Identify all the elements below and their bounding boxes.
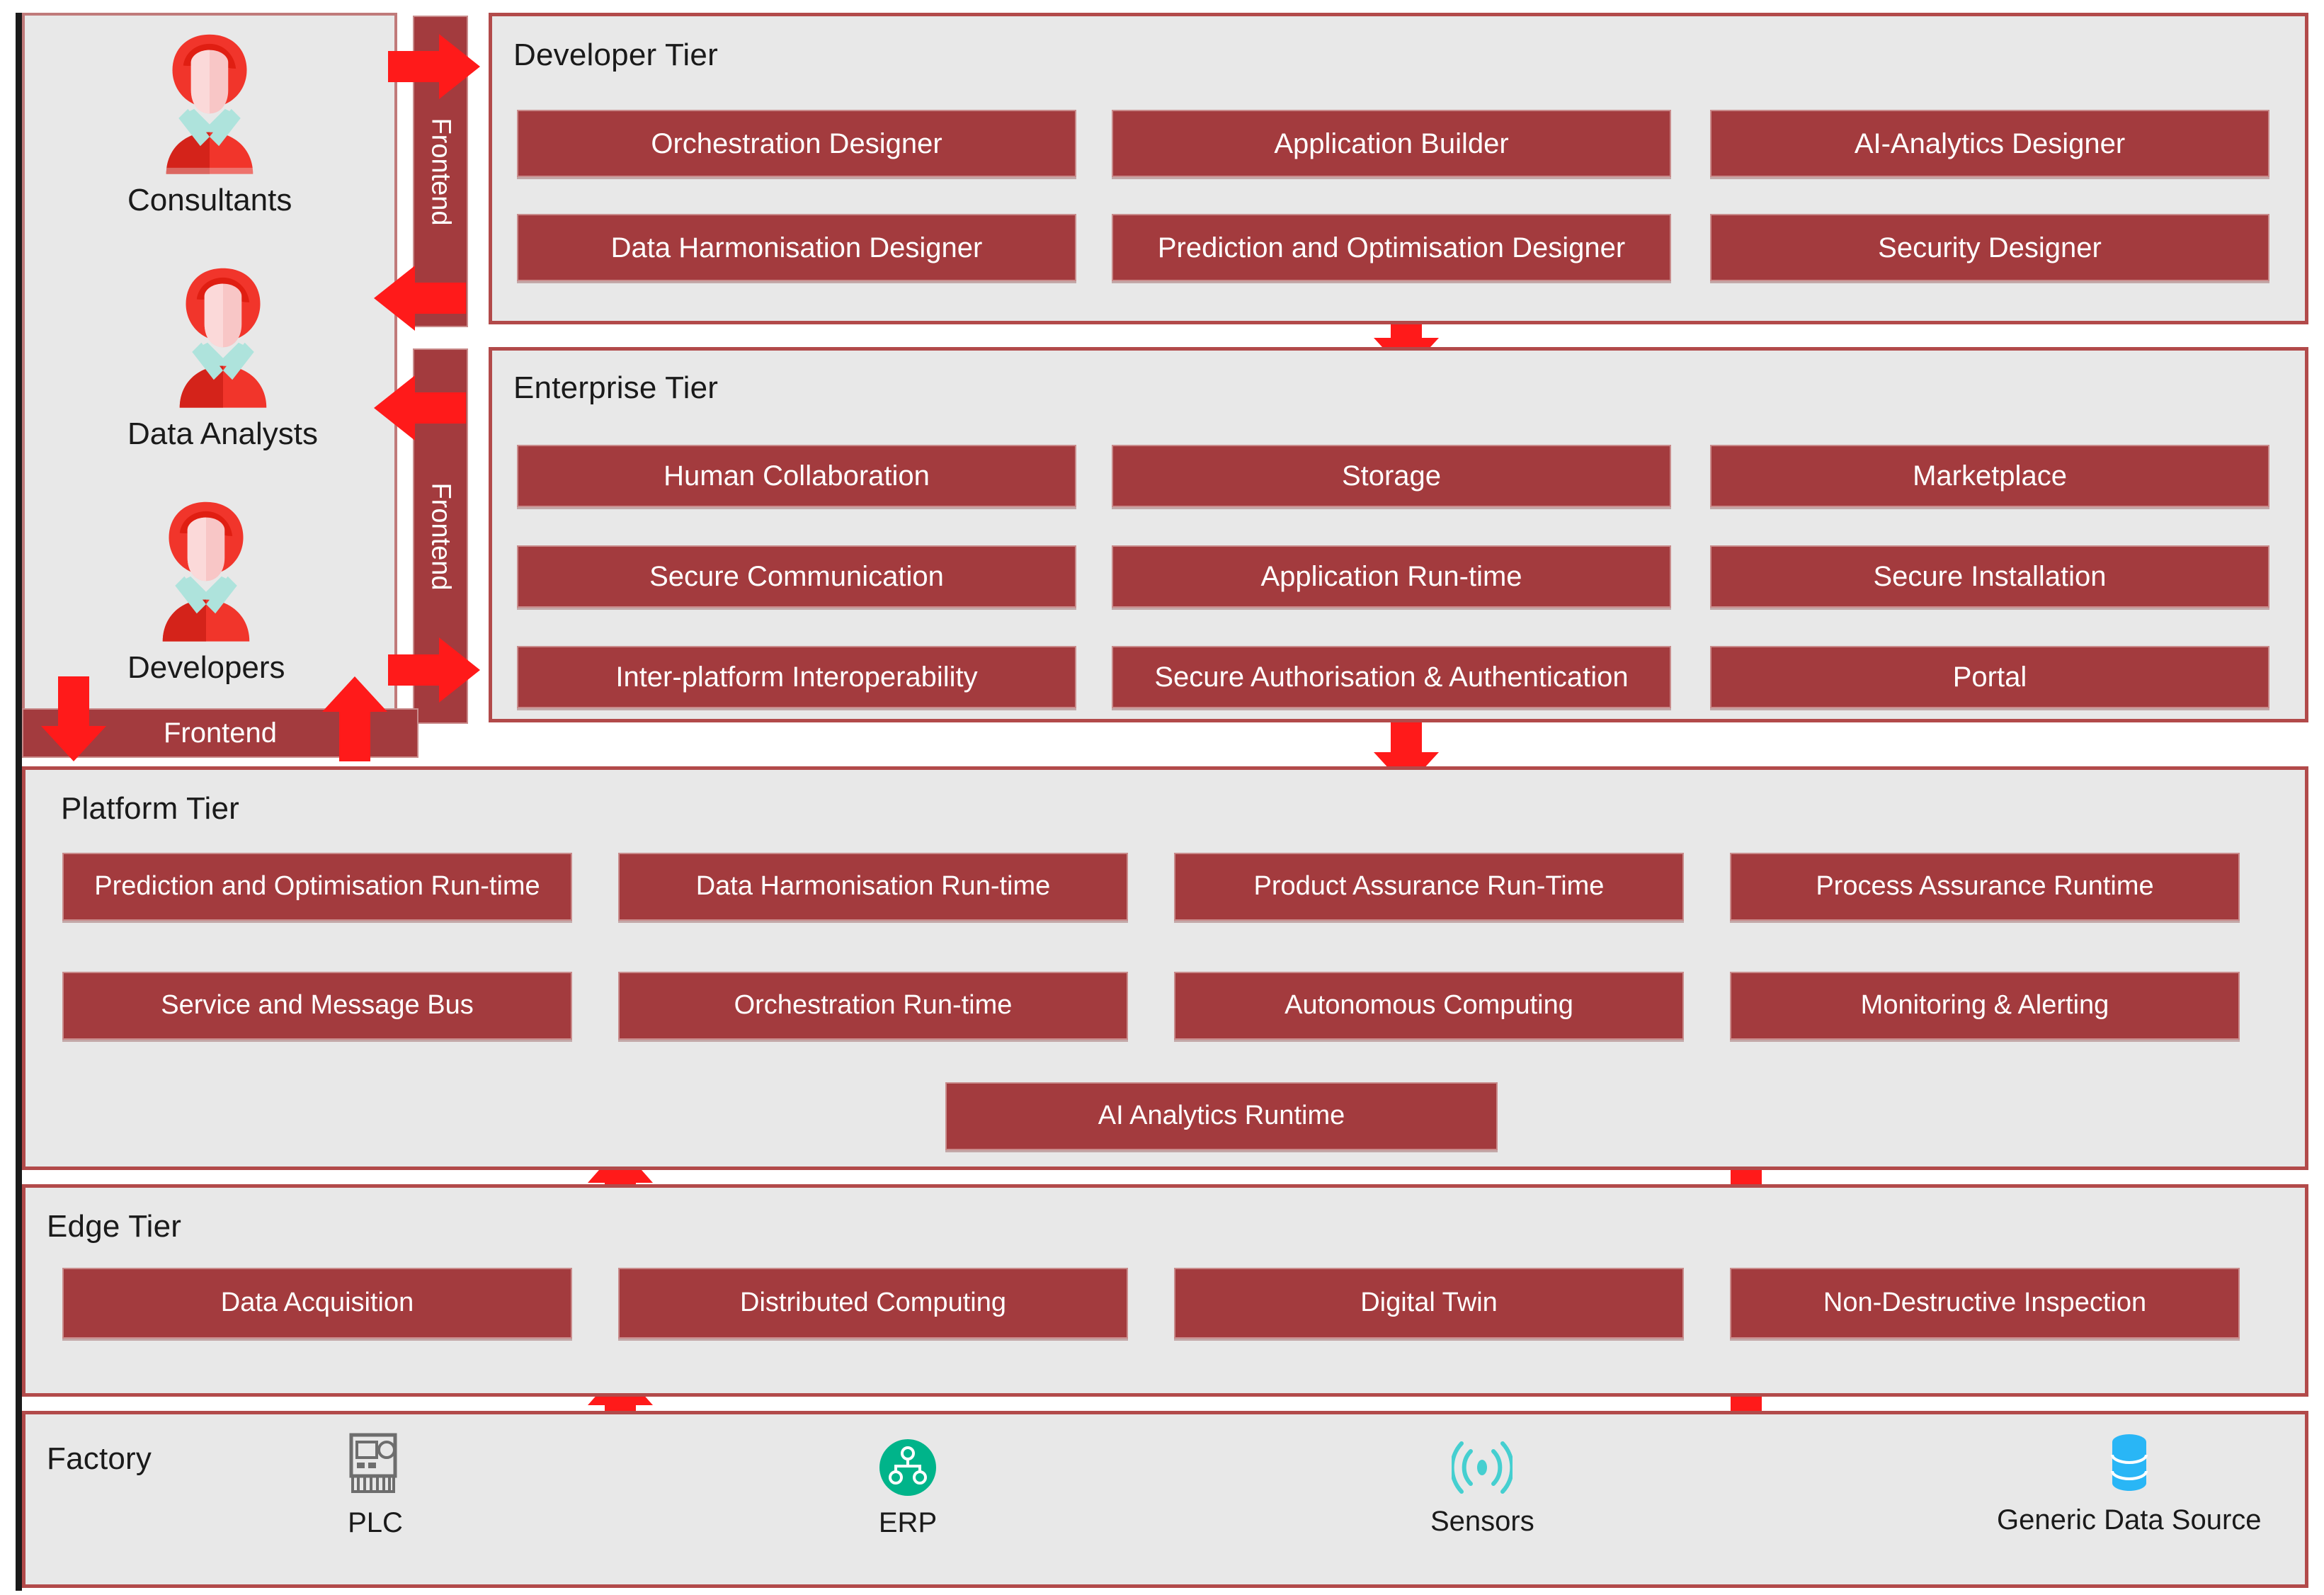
device-label: PLC — [348, 1507, 403, 1538]
person-icon — [166, 34, 254, 174]
tier-title: Factory — [47, 1441, 152, 1476]
module-box[interactable]: Process Assurance Runtime — [1730, 853, 2240, 921]
figure-left-rule — [16, 13, 22, 1591]
module-box[interactable]: Data Harmonisation Run-time — [618, 853, 1128, 921]
tier-title: Developer Tier — [513, 38, 718, 72]
arrow-left-enterprise-tier — [374, 375, 466, 441]
module-box[interactable]: Product Assurance Run-Time — [1174, 853, 1684, 921]
module-box[interactable]: AI Analytics Runtime — [945, 1082, 1498, 1150]
module-box[interactable]: Service and Message Bus — [62, 972, 572, 1040]
frontend-label: Frontend — [426, 482, 456, 591]
module-box[interactable]: Application Builder — [1112, 110, 1671, 177]
module-box[interactable]: Secure Communication — [517, 545, 1076, 608]
module-box[interactable]: Prediction and Optimisation Designer — [1112, 214, 1671, 281]
module-box[interactable]: AI-Analytics Designer — [1710, 110, 2269, 177]
tier-title: Platform Tier — [61, 791, 239, 826]
device-generic-data-source: Generic Data Source — [1997, 1432, 2262, 1536]
module-box[interactable]: Non-Destructive Inspection — [1730, 1268, 2240, 1339]
module-box[interactable]: Inter-platform Interoperability — [517, 646, 1076, 708]
arrow-up-frontend — [322, 676, 387, 761]
persona-consultants: Consultants — [127, 28, 292, 218]
module-box[interactable]: Distributed Computing — [618, 1268, 1128, 1339]
module-box[interactable]: Autonomous Computing — [1174, 972, 1684, 1040]
module-box[interactable]: Marketplace — [1710, 445, 2269, 507]
module-box[interactable]: Monitoring & Alerting — [1730, 972, 2240, 1040]
persona-data-analysts: Data Analysts — [127, 262, 318, 452]
tier-title: Enterprise Tier — [513, 370, 719, 405]
device-erp: ERP — [878, 1438, 938, 1539]
module-box[interactable]: Application Run-time — [1112, 545, 1671, 608]
device-label: ERP — [878, 1507, 938, 1538]
device-label: Generic Data Source — [1997, 1504, 2262, 1536]
module-box[interactable]: Orchestration Run-time — [618, 972, 1128, 1040]
module-box[interactable]: Data Acquisition — [62, 1268, 572, 1339]
module-box[interactable]: Human Collaboration — [517, 445, 1076, 507]
plc-icon — [349, 1433, 397, 1493]
persona-label: Developers — [127, 650, 285, 685]
module-box[interactable]: Security Designer — [1710, 214, 2269, 281]
persona-developers: Developers — [127, 496, 285, 686]
tier-title: Edge Tier — [47, 1209, 182, 1244]
arrow-right-consultants — [388, 34, 480, 99]
database-icon — [2110, 1434, 2148, 1491]
module-box[interactable]: Digital Twin — [1174, 1268, 1684, 1339]
module-box[interactable]: Data Harmonisation Designer — [517, 214, 1076, 281]
erp-icon — [879, 1439, 936, 1496]
device-sensors: Sensors — [1430, 1439, 1534, 1538]
persona-label: Data Analysts — [127, 416, 319, 451]
arrow-down-frontend — [41, 676, 106, 761]
module-box[interactable]: Secure Authorisation & Authentication — [1112, 646, 1671, 708]
person-icon — [179, 268, 266, 408]
factory-panel: Factory — [22, 1411, 2308, 1588]
persona-label: Consultants — [127, 183, 292, 217]
person-icon — [163, 501, 250, 642]
module-box[interactable]: Secure Installation — [1710, 545, 2269, 608]
module-box[interactable]: Storage — [1112, 445, 1671, 507]
arrow-left-developer-tier — [374, 266, 466, 331]
device-label: Sensors — [1430, 1506, 1534, 1537]
module-box[interactable]: Portal — [1710, 646, 2269, 708]
frontend-label: Frontend — [163, 717, 278, 749]
sensors-icon — [1452, 1441, 1513, 1494]
arrow-right-developers — [388, 637, 480, 703]
frontend-label: Frontend — [426, 117, 456, 226]
device-plc: PLC — [347, 1432, 404, 1539]
module-box[interactable]: Prediction and Optimisation Run-time — [62, 853, 572, 921]
module-box[interactable]: Orchestration Designer — [517, 110, 1076, 177]
